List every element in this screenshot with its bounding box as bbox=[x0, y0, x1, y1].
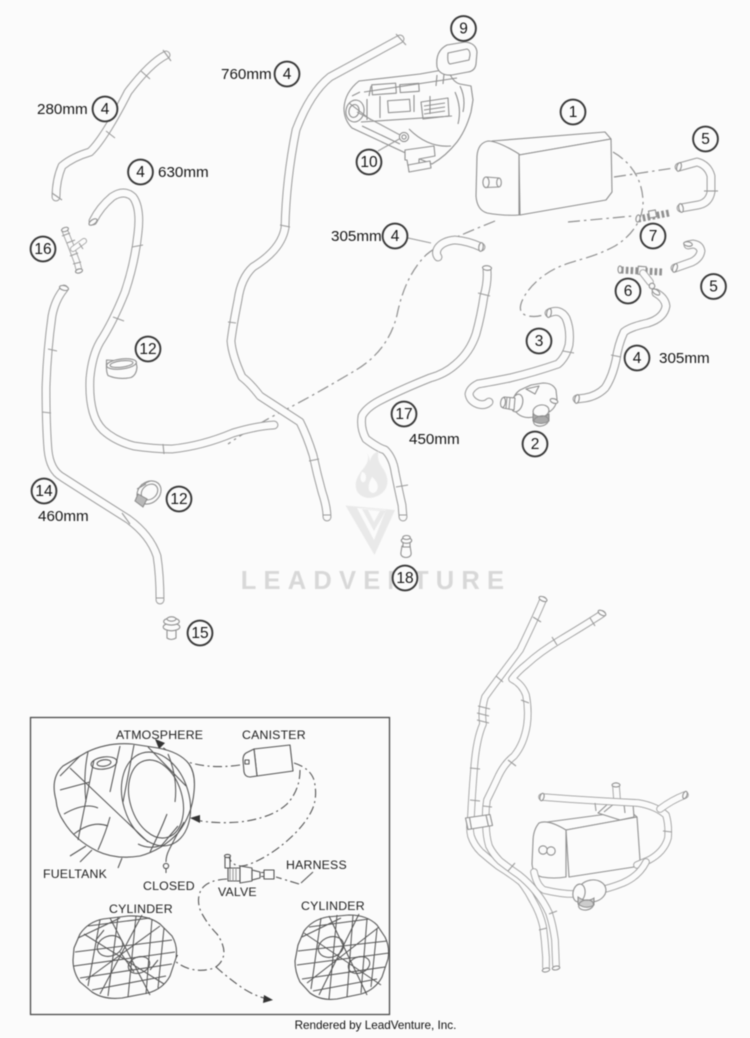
svg-text:17: 17 bbox=[395, 406, 412, 423]
svg-text:ATMOSPHERE: ATMOSPHERE bbox=[116, 728, 203, 742]
svg-text:9: 9 bbox=[459, 21, 468, 38]
svg-text:10: 10 bbox=[360, 154, 378, 171]
svg-text:CYLINDER: CYLINDER bbox=[109, 902, 173, 916]
svg-text:CYLINDER: CYLINDER bbox=[301, 899, 365, 913]
svg-text:12: 12 bbox=[170, 491, 187, 508]
svg-text:5: 5 bbox=[701, 131, 710, 148]
svg-text:12: 12 bbox=[139, 341, 156, 358]
svg-text:CLOSED: CLOSED bbox=[143, 879, 195, 893]
svg-text:14: 14 bbox=[35, 483, 53, 500]
svg-text:16: 16 bbox=[34, 241, 51, 258]
svg-text:15: 15 bbox=[191, 625, 208, 642]
svg-text:760mm: 760mm bbox=[221, 66, 272, 83]
svg-text:1: 1 bbox=[569, 104, 578, 121]
svg-text:460mm: 460mm bbox=[38, 508, 89, 525]
svg-text:CANISTER: CANISTER bbox=[242, 728, 306, 742]
svg-text:305mm: 305mm bbox=[331, 228, 382, 245]
svg-text:7: 7 bbox=[649, 228, 658, 245]
svg-text:4: 4 bbox=[136, 164, 145, 181]
svg-text:18: 18 bbox=[396, 570, 413, 587]
svg-text:2: 2 bbox=[531, 436, 540, 453]
svg-text:FUELTANK: FUELTANK bbox=[43, 867, 108, 881]
svg-text:4: 4 bbox=[283, 66, 292, 83]
svg-text:305mm: 305mm bbox=[659, 350, 710, 367]
svg-text:HARNESS: HARNESS bbox=[286, 858, 347, 872]
svg-text:450mm: 450mm bbox=[409, 431, 460, 448]
svg-text:VALVE: VALVE bbox=[218, 885, 257, 899]
svg-text:Rendered by LeadVenture, Inc.: Rendered by LeadVenture, Inc. bbox=[295, 1019, 457, 1032]
svg-text:280mm: 280mm bbox=[37, 101, 88, 118]
svg-text:5: 5 bbox=[709, 279, 718, 296]
svg-text:4: 4 bbox=[101, 101, 110, 118]
svg-text:4: 4 bbox=[633, 350, 642, 367]
svg-text:630mm: 630mm bbox=[158, 164, 209, 181]
svg-text:3: 3 bbox=[535, 333, 544, 350]
svg-text:4: 4 bbox=[391, 228, 400, 245]
svg-text:LEADVENTURE: LEADVENTURE bbox=[241, 567, 511, 595]
svg-text:6: 6 bbox=[624, 283, 633, 300]
